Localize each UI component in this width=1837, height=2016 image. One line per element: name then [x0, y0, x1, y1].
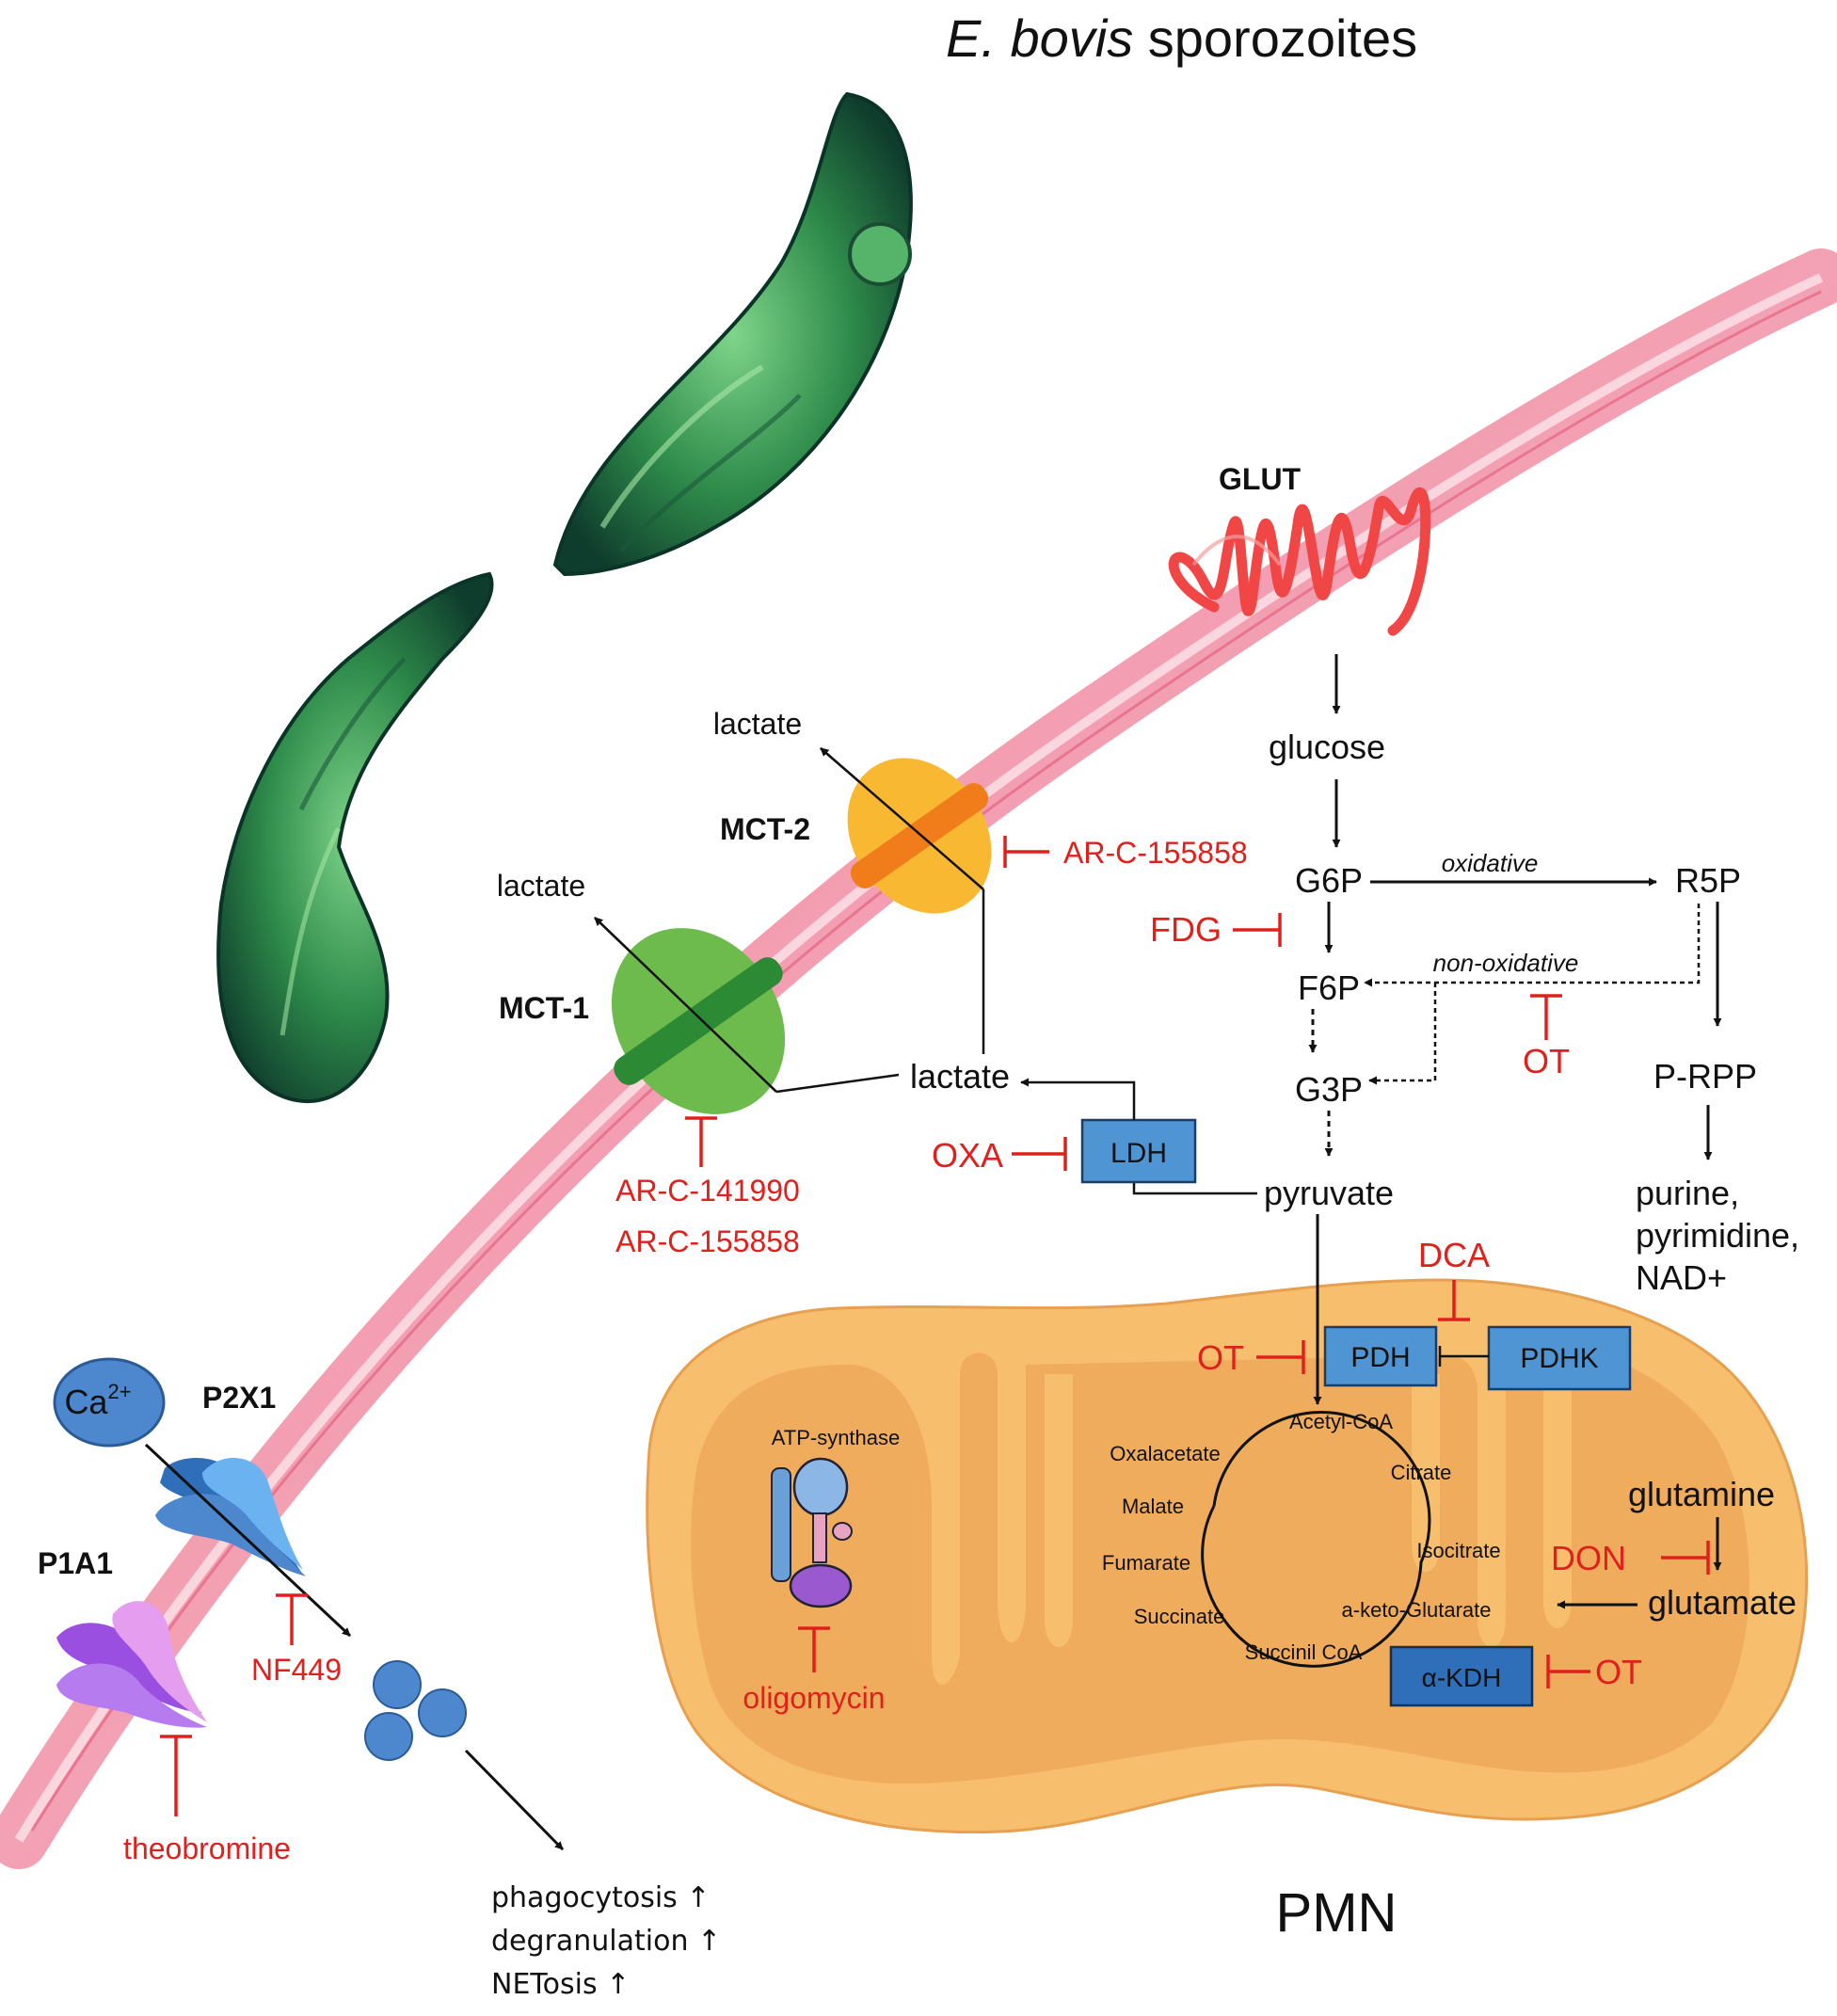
product-purine: purine,: [1636, 1174, 1739, 1212]
glutamate-label: glutamate: [1648, 1583, 1797, 1622]
f6p-label: F6P: [1298, 968, 1360, 1007]
product-pyrimidine: pyrimidine,: [1636, 1216, 1799, 1255]
title-rest: sporozoites: [1133, 8, 1417, 68]
glucose-label: glucose: [1269, 728, 1385, 766]
tca-fumarate: Fumarate: [1102, 1551, 1190, 1575]
vesicle: [418, 1688, 467, 1737]
lactate-out1-label: lactate: [497, 869, 585, 903]
inhibitor-ot-pdh: OT: [1197, 1338, 1244, 1377]
p1a1-receptor: [56, 1601, 207, 1728]
calcium-ion: [53, 1357, 166, 1448]
oxidative-label: oxidative: [1442, 849, 1539, 877]
prpp-label: P-RPP: [1653, 1057, 1757, 1096]
vesicle: [373, 1660, 422, 1709]
vesicle: [364, 1712, 413, 1761]
glut-transporter: [1168, 487, 1431, 636]
pmn-label: PMN: [1276, 1882, 1398, 1944]
ldh-label: LDH: [1110, 1138, 1167, 1169]
sporozoite-lower: [216, 571, 494, 1103]
inhibitor-dca: DCA: [1418, 1236, 1490, 1274]
ca-label: Ca2+: [64, 1380, 131, 1421]
ca-base: Ca: [64, 1383, 108, 1421]
pdh-enzyme-box: [1323, 1325, 1438, 1387]
inhibitor-don: DON: [1551, 1539, 1626, 1577]
atp-synthase-icon: [771, 1457, 853, 1608]
ldh-enzyme-box: [1080, 1118, 1197, 1184]
glutamine-label: glutamine: [1628, 1475, 1775, 1513]
title: E. bovis sporozoites: [946, 8, 1417, 68]
p2x1-receptor: [155, 1457, 306, 1576]
inhibitor-fdg: FDG: [1150, 910, 1222, 949]
akdh-enzyme-box: [1389, 1645, 1534, 1707]
r5p-label: R5P: [1675, 861, 1741, 900]
inhibitor-ot-akdh: OT: [1595, 1653, 1642, 1691]
g6p-label: G6P: [1295, 861, 1363, 900]
tca-oxalacetate: Oxalacetate: [1110, 1442, 1220, 1465]
outcome-degranulation: degranulation ↑: [491, 1925, 721, 1958]
mct1-label: MCT-1: [499, 991, 589, 1025]
tca-citrate: Citrate: [1391, 1461, 1452, 1484]
tca-akg: a-keto-Glutarate: [1342, 1598, 1492, 1622]
lactate-out2-label: lactate: [713, 707, 802, 741]
tca-malate: Malate: [1122, 1495, 1184, 1518]
lactate-inside-label: lactate: [910, 1057, 1010, 1096]
tca-cycle: [1201, 1411, 1431, 1668]
title-italic: E. bovis: [946, 8, 1133, 68]
ca-charge: 2+: [107, 1380, 131, 1403]
akdh-label: α-KDH: [1422, 1663, 1502, 1692]
inhibitor-theobromine: theobromine: [123, 1832, 291, 1865]
inhibitor-ar-c-155858-mct2: AR-C-155858: [1063, 836, 1248, 870]
inhibitor-ar-c-155858-mct1: AR-C-155858: [615, 1224, 800, 1258]
outcome-netosis: NETosis ↑: [491, 1968, 630, 2001]
product-nad: NAD+: [1636, 1258, 1727, 1297]
inhibitor-oligomycin: oligomycin: [743, 1681, 885, 1715]
tca-acetyl-coa: Acetyl-CoA: [1289, 1410, 1393, 1433]
p1a1-label: P1A1: [38, 1546, 113, 1580]
glut-label: GLUT: [1219, 462, 1302, 496]
p2x1-label: P2X1: [202, 1381, 276, 1415]
inhibitor-marks: [160, 836, 1710, 1816]
tca-succinil-coa: Succinil CoA: [1245, 1640, 1363, 1664]
inhibitor-oxa: OXA: [932, 1136, 1003, 1175]
inhibitor-ar-c-141990: AR-C-141990: [615, 1174, 800, 1208]
sporozoite-upper: [552, 91, 913, 577]
inhibitor-nf449: NF449: [251, 1653, 342, 1687]
tca-succinate: Succinate: [1134, 1605, 1225, 1628]
pdhk-enzyme-box: [1487, 1325, 1632, 1391]
inhibitor-ot-ppp: OT: [1523, 1042, 1570, 1080]
non-oxidative-label: non-oxidative: [1433, 949, 1579, 977]
mct2-label: MCT-2: [720, 812, 810, 846]
atp-synthase-label: ATP-synthase: [772, 1426, 901, 1449]
pyruvate-label: pyruvate: [1264, 1174, 1394, 1212]
pdh-label: PDH: [1350, 1342, 1410, 1373]
pdhk-label: PDHK: [1520, 1343, 1598, 1374]
outcome-phagocytosis: phagocytosis ↑: [491, 1881, 710, 1914]
g3p-label: G3P: [1295, 1070, 1363, 1109]
mct2-transporter: [847, 758, 992, 914]
tca-isocitrate: Isocitrate: [1416, 1539, 1500, 1562]
